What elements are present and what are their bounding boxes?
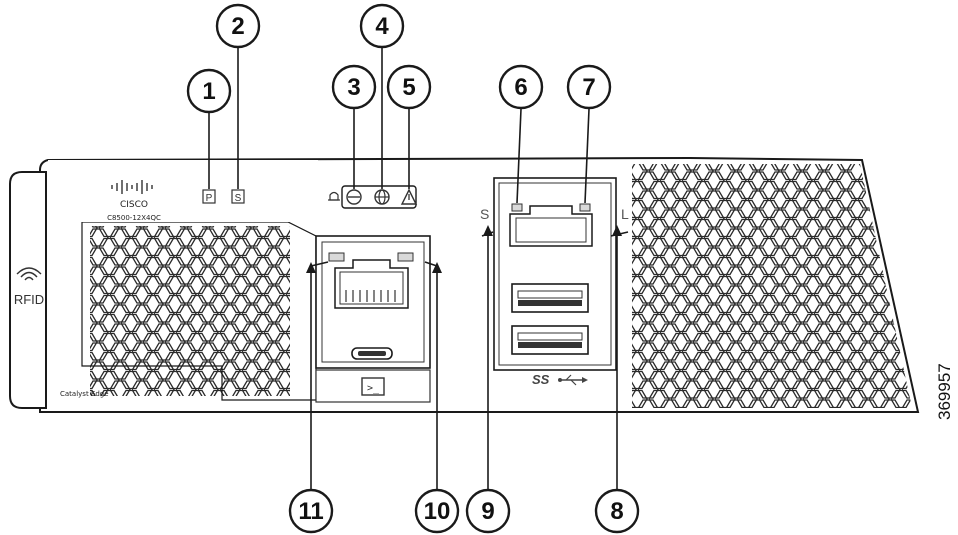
usb-symbol-icon — [558, 374, 588, 386]
svg-text:2: 2 — [231, 13, 244, 40]
callout-9: 9 — [465, 488, 511, 534]
svg-text:5: 5 — [402, 74, 415, 101]
svg-text:8: 8 — [610, 498, 623, 525]
svg-text:10: 10 — [424, 498, 451, 525]
svg-text:1: 1 — [202, 78, 215, 105]
mgmt-port-led-left — [328, 252, 345, 262]
mgmt-rj45-port — [334, 259, 409, 309]
console-icon — [361, 377, 385, 396]
minus-led-icon — [346, 189, 362, 205]
rfid-handle — [9, 171, 47, 409]
port-letter-s: S — [480, 206, 489, 222]
rfid-icon — [16, 267, 42, 281]
port-letter-l: L — [621, 206, 629, 222]
rfid-label: RFID — [14, 292, 44, 307]
callout-5: 5 — [386, 64, 432, 110]
right-vent — [632, 164, 912, 408]
callout-1: 1 — [186, 68, 232, 114]
callout-2: 2 — [215, 3, 261, 49]
svg-text:4: 4 — [375, 13, 389, 40]
led-s-label: S — [235, 193, 242, 204]
led-p — [202, 189, 216, 204]
callout-10: 10 — [414, 488, 460, 534]
data-port-led-right — [579, 203, 591, 212]
svg-text:9: 9 — [481, 498, 494, 525]
warning-led-icon — [400, 188, 418, 205]
data-port-led-left — [511, 203, 523, 212]
led-p-label: P — [206, 193, 213, 204]
callout-11: 11 — [288, 488, 334, 534]
usb-port-lower — [511, 325, 589, 355]
mgmt-port-led-right — [397, 252, 414, 262]
svg-text:3: 3 — [347, 74, 360, 101]
usb-port-upper — [511, 283, 589, 313]
data-rj45-port — [509, 205, 593, 247]
model-number: C8500-12X4QC — [107, 214, 161, 222]
svg-text:6: 6 — [514, 74, 527, 101]
led-s — [231, 189, 245, 204]
cisco-logo — [111, 180, 153, 194]
globe-led-icon — [374, 189, 390, 205]
product-name: Catalyst Edge — [60, 390, 109, 398]
console-symbol: >_ — [367, 383, 380, 394]
usb-ss-label: SS — [532, 372, 550, 387]
leader-lines — [208, 47, 618, 493]
alarm-bell-icon — [328, 191, 340, 201]
callout-8: 8 — [594, 488, 640, 534]
callout-7: 7 — [566, 64, 612, 110]
callout-4: 4 — [359, 3, 405, 49]
callout-3: 3 — [331, 64, 377, 110]
figure-id: 369957 — [935, 363, 954, 420]
cisco-wordmark: CISCO — [120, 200, 148, 210]
svg-text:11: 11 — [298, 498, 323, 525]
callout-6: 6 — [498, 64, 544, 110]
svg-text:7: 7 — [582, 74, 595, 101]
label-card — [81, 221, 317, 401]
